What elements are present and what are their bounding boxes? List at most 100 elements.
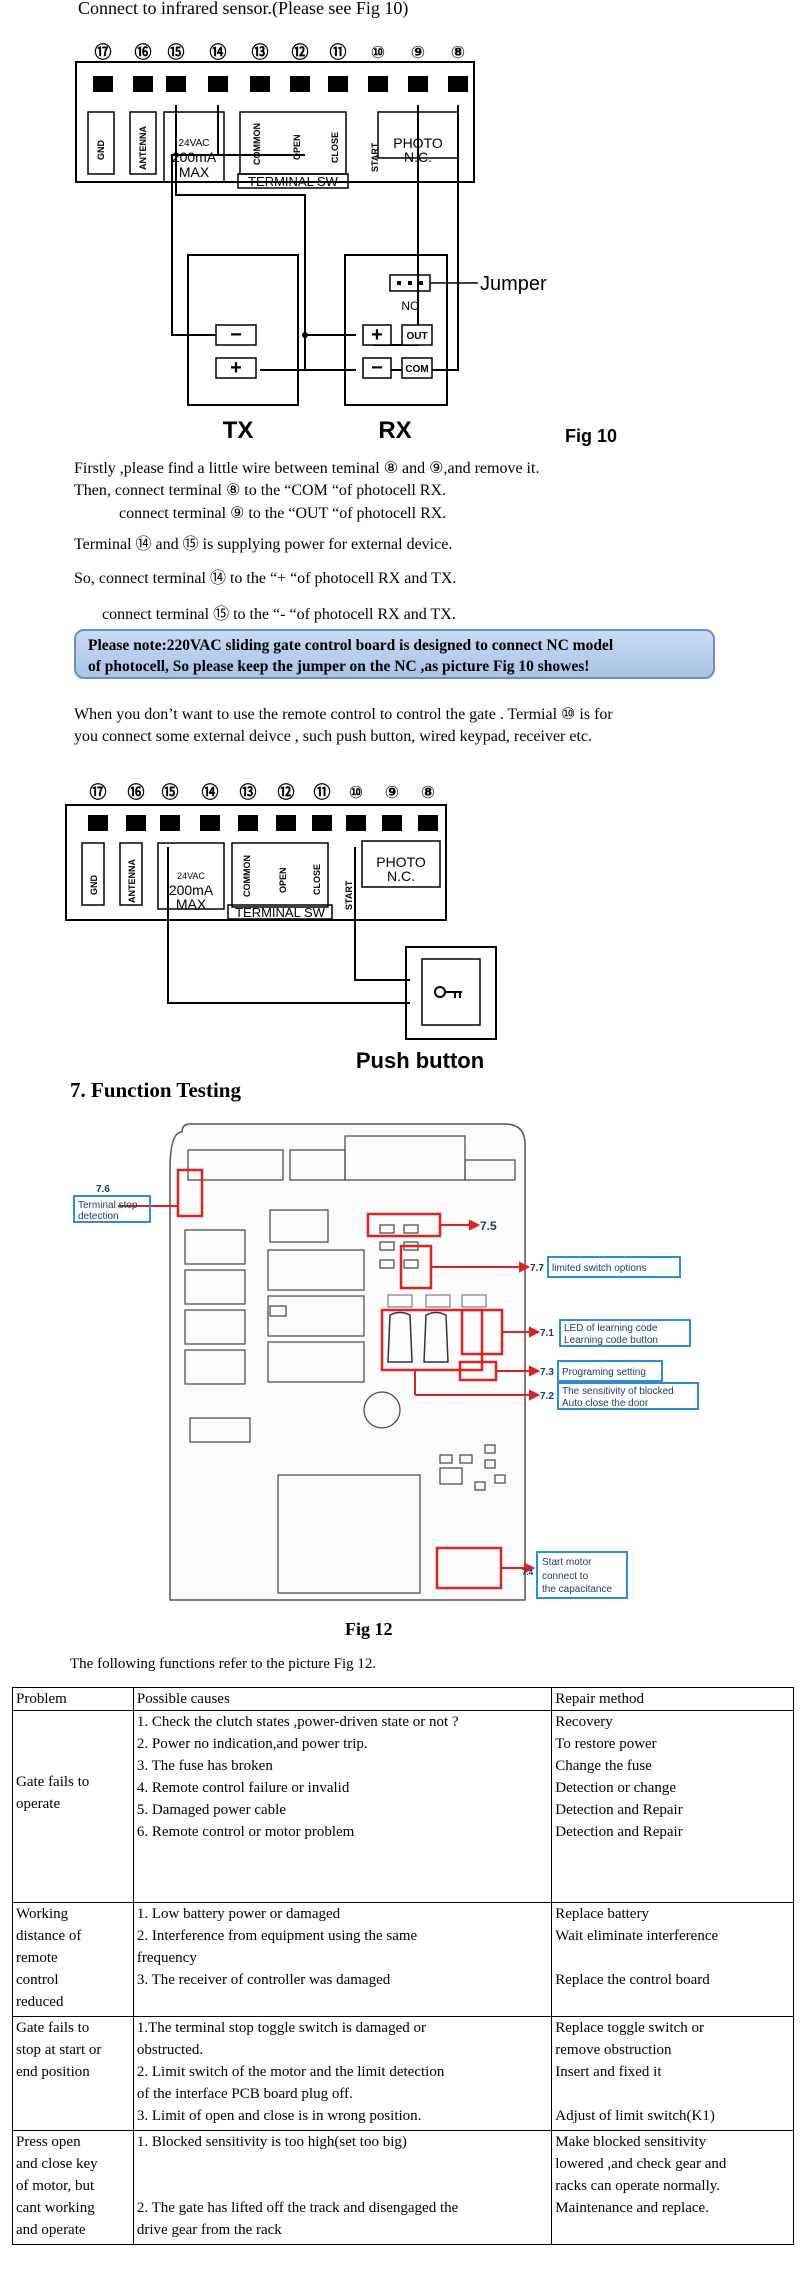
table-row: Press open and close key of motor, but c… <box>12 2130 794 2245</box>
cause-line: 3. The fuse has broken <box>136 1758 273 1774</box>
cause-line: 2. Limit switch of the motor and the lim… <box>136 2064 445 2080</box>
close-label-2: CLOSE <box>312 864 322 895</box>
cause-line: 3. Limit of open and close is in wrong p… <box>136 2108 422 2124</box>
callout-7-6-number: 7.6 <box>96 1184 110 1195</box>
problem-line: Gate fails to <box>16 1774 90 1790</box>
troubleshooting-table: Problem Possible causes Repair method Ga… <box>12 1687 794 2245</box>
instruction-line-4: Terminal ⑭ and ⑮ is supplying power for … <box>74 536 453 553</box>
open-label: OPEN <box>292 134 302 160</box>
problem-line: end position <box>16 2064 90 2080</box>
gnd-label: GND <box>96 140 106 161</box>
close-label: CLOSE <box>330 132 340 163</box>
photo-nc-label: N.C. <box>404 149 432 165</box>
cause-line: obstructed. <box>136 2042 204 2058</box>
terminal-15-number: ⑮ <box>168 42 185 62</box>
cause-line: 1. Blocked sensitivity is too high(set t… <box>136 2134 407 2150</box>
cause-line: drive gear from the rack <box>136 2222 282 2238</box>
callout-7-1-number: 7.1 <box>540 1328 554 1339</box>
callout-7-5-number: 7.5 <box>480 1219 497 1233</box>
fig10-wiring-diagram: ⑰ ⑯ ⑮ ⑭ ⑬ ⑫ ⑪ ⑩ ⑨ ⑧ GND ANTENNA COMMON O… <box>75 42 617 446</box>
repair-line: Maintenance and replace. <box>555 2200 709 2216</box>
problem-line: stop at start or <box>16 2042 102 2058</box>
repair-line: Detection and Repair <box>555 1802 683 1818</box>
photo-label-2: PHOTO <box>376 854 426 870</box>
cause-line: 6. Remote control or motor problem <box>136 1824 355 1840</box>
problem-line: remote <box>16 1950 58 1966</box>
potentiometer-highlight <box>380 1308 484 1372</box>
antenna-label: ANTENNA <box>138 126 148 170</box>
repair-line: racks can operate normally. <box>555 2178 721 2194</box>
terminal-10-number-2: ⑩ <box>349 783 363 802</box>
terminal-12-number-2: ⑫ <box>278 782 295 802</box>
fig10-caption: Fig 10 <box>565 426 617 446</box>
callout-7-7-number: 7.7 <box>530 1263 544 1274</box>
tx-minus-terminal: − <box>230 324 242 346</box>
terminal-17-number: ⑰ <box>95 42 112 62</box>
repair-line: Replace battery <box>555 1906 649 1922</box>
start-label-2: START <box>344 880 354 910</box>
antenna-label-2: ANTENNA <box>127 859 137 903</box>
repair-line: Replace toggle switch or <box>555 2020 704 2036</box>
terminal-block-frame-2 <box>65 804 447 921</box>
rx-plus-terminal: + <box>371 324 383 346</box>
terminal-9-number-2: ⑨ <box>385 783 399 802</box>
cause-line: 1. Check the clutch states ,power-driven… <box>136 1714 459 1730</box>
repair-line: To restore power <box>555 1736 657 1752</box>
repair-line: remove obstruction <box>555 2042 672 2058</box>
note-line-1: Please note:220VAC sliding gate control … <box>88 637 614 654</box>
common-label: COMMON <box>252 123 262 165</box>
photo-nc-label-2: N.C. <box>387 868 415 884</box>
problem-line: and close key <box>16 2156 98 2172</box>
repair-line <box>555 1947 790 1969</box>
cause-line: 5. Damaged power cable <box>136 1802 286 1818</box>
note-line-2: of photocell, So please keep the jumper … <box>88 658 590 675</box>
terminal-stop-highlight <box>176 1168 204 1218</box>
start-label: START <box>370 142 380 172</box>
power-current-label: 200mA <box>172 149 217 165</box>
tx-box <box>187 254 299 406</box>
section-7-title: 7. Function Testing <box>70 1078 241 1102</box>
remote-line-2: you connect some external deivce , such … <box>74 728 593 745</box>
cause-line: of the interface PCB board plug off. <box>136 2086 353 2102</box>
repair-line: Adjust of limit switch(K1) <box>555 2108 715 2124</box>
callout-7-4-line-2: connect to <box>542 1571 589 1582</box>
problem-line: operate <box>16 1796 61 1812</box>
repair-line <box>555 2083 790 2105</box>
power-max-label-2: MAX <box>176 896 207 912</box>
terminal-9-number: ⑨ <box>411 43 425 62</box>
push-button-wiring-diagram: ⑰ ⑯ ⑮ ⑭ ⑬ ⑫ ⑪ ⑩ ⑨ ⑧ GND ANTENNA COMMON O… <box>65 782 497 1073</box>
table-row: Gate fails to stop at start or end posit… <box>12 2016 794 2131</box>
problem-line: and operate <box>16 2222 86 2238</box>
repair-line: Detection and Repair <box>555 1824 683 1840</box>
problem-line: reduced <box>16 1994 64 2010</box>
terminal-16-number: ⑯ <box>135 42 152 62</box>
callout-7-1-line-1: LED of learning code <box>564 1323 658 1334</box>
callout-7-4-number: 7.4 <box>522 1568 534 1577</box>
cause-line <box>137 2175 548 2197</box>
instruction-line-1: Firstly ,please find a little wire betwe… <box>74 460 540 477</box>
callout-7-6-line-2: detection <box>78 1211 119 1222</box>
callout-7-6-line-1: Terminal stop <box>78 1200 138 1211</box>
repair-line: Insert and fixed it <box>555 2064 662 2080</box>
power-max-label: MAX <box>179 164 210 180</box>
problem-line: Working <box>16 1906 69 1922</box>
terminal-12-number: ⑫ <box>292 42 309 62</box>
terminal-sw-label: TERMINAL SW <box>248 174 339 189</box>
jumper-note-box: Please note:220VAC sliding gate control … <box>74 629 715 679</box>
callout-7-3-number: 7.3 <box>540 1367 554 1378</box>
repair-line: lowered ,and check gear and <box>555 2156 727 2172</box>
fig12-refer-text: The following functions refer to the pic… <box>70 1656 377 1672</box>
problem-line: control <box>16 1972 59 1988</box>
open-label-2: OPEN <box>278 867 288 893</box>
instruction-line-3: connect terminal ⑨ to the “OUT “of photo… <box>119 505 447 522</box>
jumper-nc-label: NC <box>401 299 419 313</box>
terminal-8-number: ⑧ <box>451 43 465 62</box>
instruction-line-6: connect terminal ⑮ to the “- “of photoce… <box>102 606 456 623</box>
instruction-line-5: So, connect terminal ⑭ to the “+ “of pho… <box>74 570 457 587</box>
table-row: Gate fails to operate 1. Check the clutc… <box>12 1710 794 1903</box>
terminal-block-frame <box>75 61 475 183</box>
gnd-label-2: GND <box>89 875 99 896</box>
cause-line: frequency <box>136 1950 197 1966</box>
repair-line: Recovery <box>555 1714 613 1730</box>
callout-7-2-line-2: Auto close the door <box>562 1398 649 1409</box>
